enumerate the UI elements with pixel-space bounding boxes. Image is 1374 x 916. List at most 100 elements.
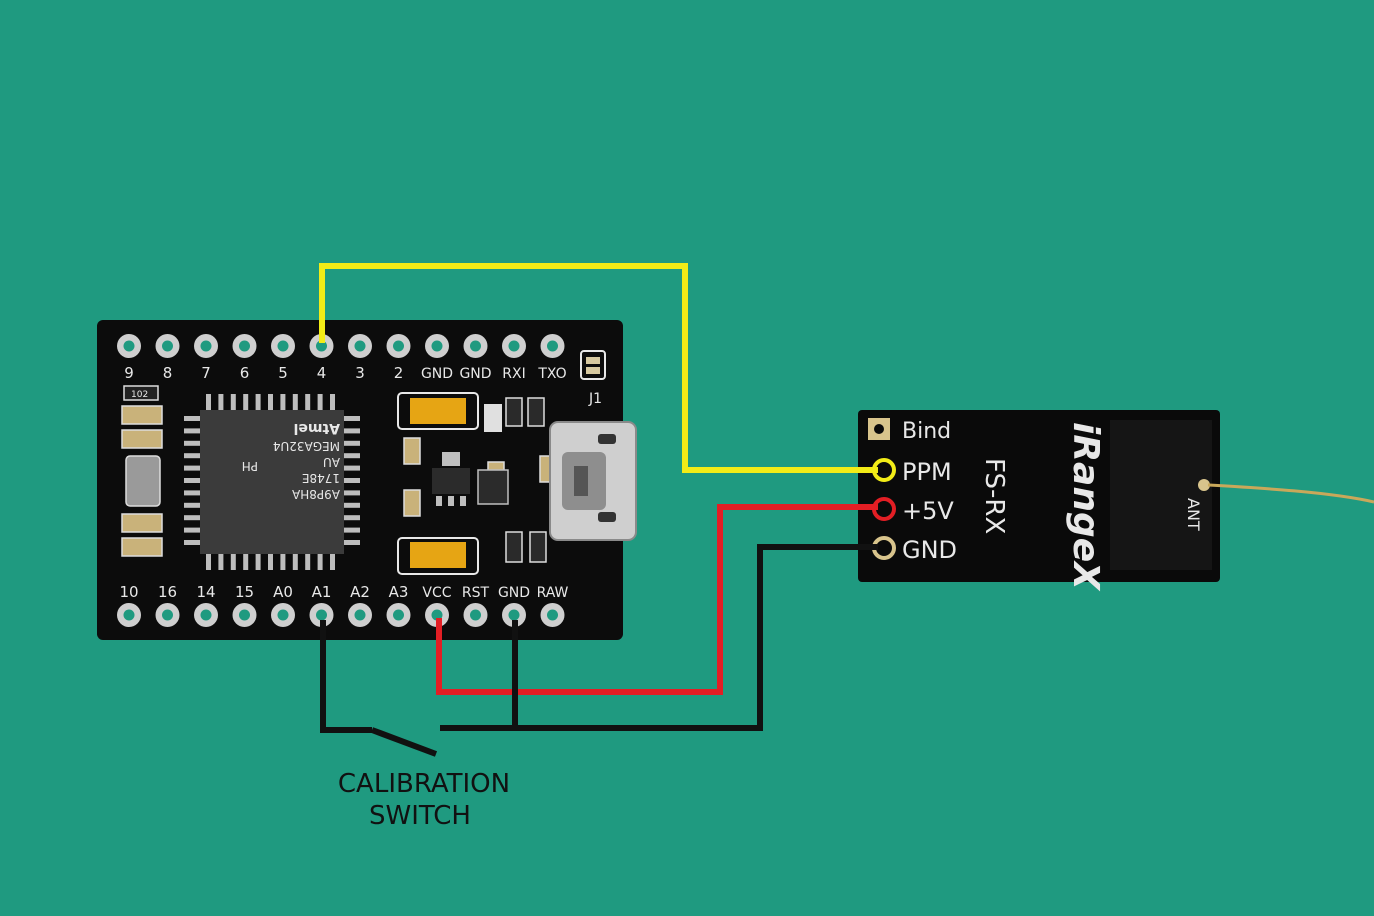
top-pin-label: 8 bbox=[163, 364, 173, 382]
chip-pin bbox=[184, 490, 202, 496]
bottom-pin-hole-center bbox=[547, 609, 558, 621]
chip-pin bbox=[292, 394, 298, 412]
chip-pin bbox=[184, 416, 202, 421]
chip-pin bbox=[342, 527, 360, 533]
rx-pin-gnd: GND bbox=[902, 536, 957, 564]
top-pin-hole-center bbox=[508, 340, 520, 352]
resistor bbox=[123, 385, 159, 401]
diode bbox=[477, 469, 509, 505]
bottom-pin-hole-center bbox=[123, 609, 135, 621]
bottom-header bbox=[117, 603, 565, 627]
chip-lot: A9P8HA bbox=[291, 487, 340, 501]
switch-label-line1: CALIBRATION bbox=[338, 769, 510, 799]
bottom-pin-label: VCC bbox=[422, 585, 451, 601]
tantalum-capacitor-body bbox=[410, 542, 466, 568]
chip-markings: PH bbox=[242, 459, 258, 473]
top-pin-label: 4 bbox=[317, 364, 327, 382]
chip-pin bbox=[184, 440, 202, 446]
led bbox=[484, 404, 502, 432]
resistor bbox=[505, 397, 523, 427]
chip-pin bbox=[184, 478, 202, 483]
tantalum-capacitor-body bbox=[410, 398, 466, 424]
top-pin-hole-center bbox=[470, 340, 481, 352]
chip-pin bbox=[184, 453, 202, 459]
chip-pin bbox=[342, 490, 360, 496]
bottom-pin-hole-center bbox=[277, 609, 289, 621]
bottom-pin-hole-center bbox=[162, 609, 173, 621]
bottom-pin-hole-center bbox=[200, 609, 212, 621]
regulator-leg bbox=[436, 496, 442, 506]
top-pin-label: RXI bbox=[502, 366, 525, 382]
rf-shield bbox=[1110, 420, 1212, 570]
chip-pin bbox=[317, 394, 323, 412]
bottom-pin-label: 16 bbox=[158, 583, 177, 601]
regulator-tab bbox=[442, 452, 460, 466]
bottom-pin-label: RST bbox=[462, 585, 490, 601]
bottom-pin-label: A2 bbox=[350, 583, 370, 601]
usb-mount-slot bbox=[598, 434, 616, 444]
microcontroller-chip bbox=[200, 410, 344, 554]
chip-pin bbox=[305, 552, 311, 570]
capacitor bbox=[403, 489, 421, 517]
usb-mount-slot bbox=[598, 512, 616, 522]
top-pin-hole-center bbox=[277, 340, 289, 352]
top-pin-hole-center bbox=[123, 340, 135, 352]
switch-label-line2: SWITCH bbox=[369, 801, 471, 831]
chip-pin bbox=[230, 394, 236, 412]
top-pin-hole-center bbox=[316, 340, 327, 352]
chip-pin bbox=[330, 552, 335, 570]
chip-pin bbox=[317, 552, 323, 570]
tantalum-capacitor bbox=[397, 537, 479, 575]
rx-pin-5v: +5V bbox=[902, 497, 954, 525]
chip-pin bbox=[342, 416, 360, 421]
bottom-pin-label: GND bbox=[498, 585, 530, 601]
chip-pin bbox=[184, 515, 202, 521]
chip-pin bbox=[255, 552, 261, 570]
chip-pin bbox=[268, 552, 273, 570]
connector-label: J1 bbox=[588, 391, 602, 407]
bottom-pin-label: 15 bbox=[235, 583, 254, 601]
chip-pin bbox=[280, 552, 286, 570]
top-pin-label: 2 bbox=[394, 364, 404, 382]
solder-jumper-pad bbox=[586, 367, 600, 374]
power-wire bbox=[436, 504, 878, 695]
top-pin-hole-center bbox=[354, 340, 366, 352]
bottom-pin-label: A0 bbox=[273, 583, 293, 601]
bottom-pin-hole-center bbox=[354, 609, 366, 621]
resistor bbox=[505, 531, 523, 563]
bottom-pin-hole-center bbox=[470, 609, 481, 621]
chip-pin bbox=[342, 515, 360, 521]
calibration-switch-lever bbox=[370, 727, 438, 757]
bottom-pin-label: A1 bbox=[312, 583, 332, 601]
rx-pin-ppm: PPM bbox=[902, 458, 952, 486]
top-pin-label: 6 bbox=[240, 364, 250, 382]
chip-pin bbox=[218, 394, 224, 412]
capacitor bbox=[121, 513, 163, 533]
chip-pin bbox=[342, 478, 360, 483]
crystal bbox=[125, 455, 161, 507]
top-pin-label: GND bbox=[459, 366, 491, 382]
chip-variant: AU bbox=[323, 455, 340, 469]
micro-usb-port bbox=[549, 421, 637, 541]
chip-pin bbox=[342, 465, 360, 471]
bottom-pin-hole-center bbox=[431, 609, 443, 621]
chip-pin bbox=[292, 552, 298, 570]
chip-pin bbox=[280, 394, 286, 412]
antenna-label: ANT bbox=[1184, 498, 1203, 531]
top-pin-hole-center bbox=[239, 340, 250, 352]
chip-pin bbox=[342, 428, 360, 434]
usb-tongue bbox=[574, 466, 588, 496]
chip-pin bbox=[255, 394, 261, 412]
voltage-regulator bbox=[432, 468, 470, 494]
top-pin-hole-center bbox=[547, 340, 558, 352]
bottom-pin-hole-center bbox=[508, 609, 520, 621]
antenna-pad bbox=[1198, 479, 1210, 491]
top-pin-label: 7 bbox=[201, 364, 211, 382]
chip-pin bbox=[342, 453, 360, 459]
bottom-pin-label: RAW bbox=[537, 585, 569, 601]
regulator-leg bbox=[460, 496, 466, 506]
chip-marking-group: A9P8HA 1748E AU MEGA32U4 Atmel bbox=[273, 420, 340, 501]
